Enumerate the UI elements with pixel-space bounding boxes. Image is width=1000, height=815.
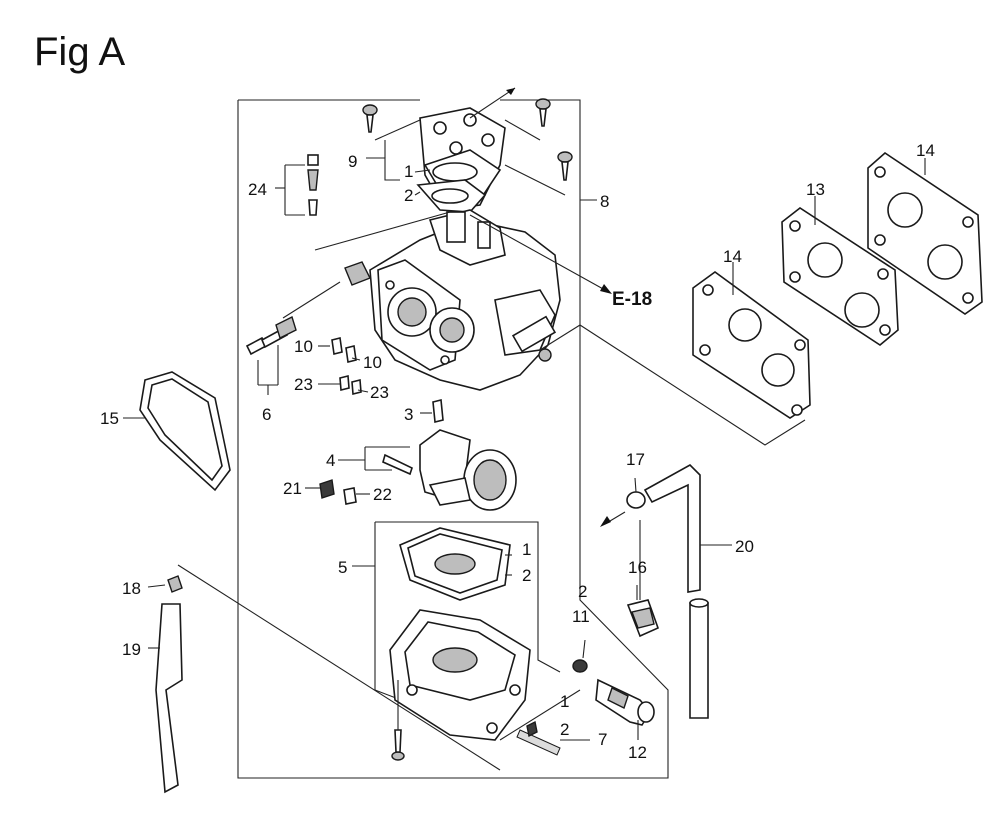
reference-e18: E-18 <box>612 289 652 310</box>
callout-17: 17 <box>626 450 645 469</box>
callout-23-left: 23 <box>294 375 313 394</box>
callout-leaders <box>123 140 926 740</box>
float-part <box>364 429 517 511</box>
float-chamber-part <box>389 609 531 741</box>
callout-15: 15 <box>100 409 119 428</box>
callout-11: 11 <box>572 607 590 626</box>
chamber-screw <box>391 680 405 761</box>
float-pin-parts <box>319 479 357 505</box>
callout-2-screw: 2 <box>560 720 569 739</box>
gasket-14-lower <box>692 271 811 419</box>
callout-24: 24 <box>248 180 267 199</box>
float-chamber-gasket <box>399 527 511 601</box>
callout-4: 4 <box>326 451 335 470</box>
gasket-15-part <box>139 371 231 492</box>
drain-tube-parts <box>155 564 501 794</box>
assembly-frame <box>237 99 669 779</box>
float-valve-needle <box>420 398 444 424</box>
screw-top-right <box>504 98 551 141</box>
callout-16: 16 <box>628 558 647 577</box>
callout-2-insulator: 2 <box>404 186 413 205</box>
callout-2-gasket: 2 <box>522 566 531 585</box>
callout-8: 8 <box>600 192 609 211</box>
drain-bolt-parts <box>499 659 655 756</box>
gasket-13 <box>781 207 899 346</box>
gasket-leader-lines <box>539 324 806 446</box>
throttle-stop-screw <box>245 316 297 395</box>
callout-6: 6 <box>262 405 271 424</box>
callout-9: 9 <box>348 152 357 171</box>
callout-3: 3 <box>404 405 413 424</box>
callout-1-drain: 1 <box>560 692 569 711</box>
callout-5: 5 <box>338 558 347 577</box>
fuel-hose-parts <box>600 464 732 719</box>
reference-arrow: E-18 <box>469 214 652 310</box>
screw-top-left <box>362 104 421 141</box>
callout-14-upper: 14 <box>916 141 935 160</box>
gasket-9-part <box>416 179 487 213</box>
callout-22: 22 <box>373 485 392 504</box>
callout-7: 7 <box>598 730 607 749</box>
callout-12: 12 <box>628 743 647 762</box>
callout-2-drain: 2 <box>578 582 587 601</box>
figure-title: Fig A <box>34 30 126 74</box>
callout-23-right: 23 <box>370 383 389 402</box>
gasket-14-upper <box>867 151 983 315</box>
callout-1-gasket: 1 <box>522 540 531 559</box>
callout-10-left: 10 <box>294 337 313 356</box>
callout-19: 19 <box>122 640 141 659</box>
callout-20: 20 <box>735 537 754 556</box>
callout-21: 21 <box>283 479 302 498</box>
drain-screw-assembly <box>275 154 451 251</box>
callout-1-insulator: 1 <box>404 162 413 181</box>
carburetor-body <box>282 209 561 391</box>
callout-18: 18 <box>122 579 141 598</box>
jet-parts <box>331 337 362 396</box>
callout-14-lower: 14 <box>723 247 742 266</box>
callout-10-right: 10 <box>363 353 382 372</box>
screw-right <box>504 151 573 196</box>
callout-13: 13 <box>806 180 825 199</box>
callout-numbers: 9 1 2 24 8 10 10 23 23 6 3 4 21 22 15 5 … <box>100 141 935 762</box>
